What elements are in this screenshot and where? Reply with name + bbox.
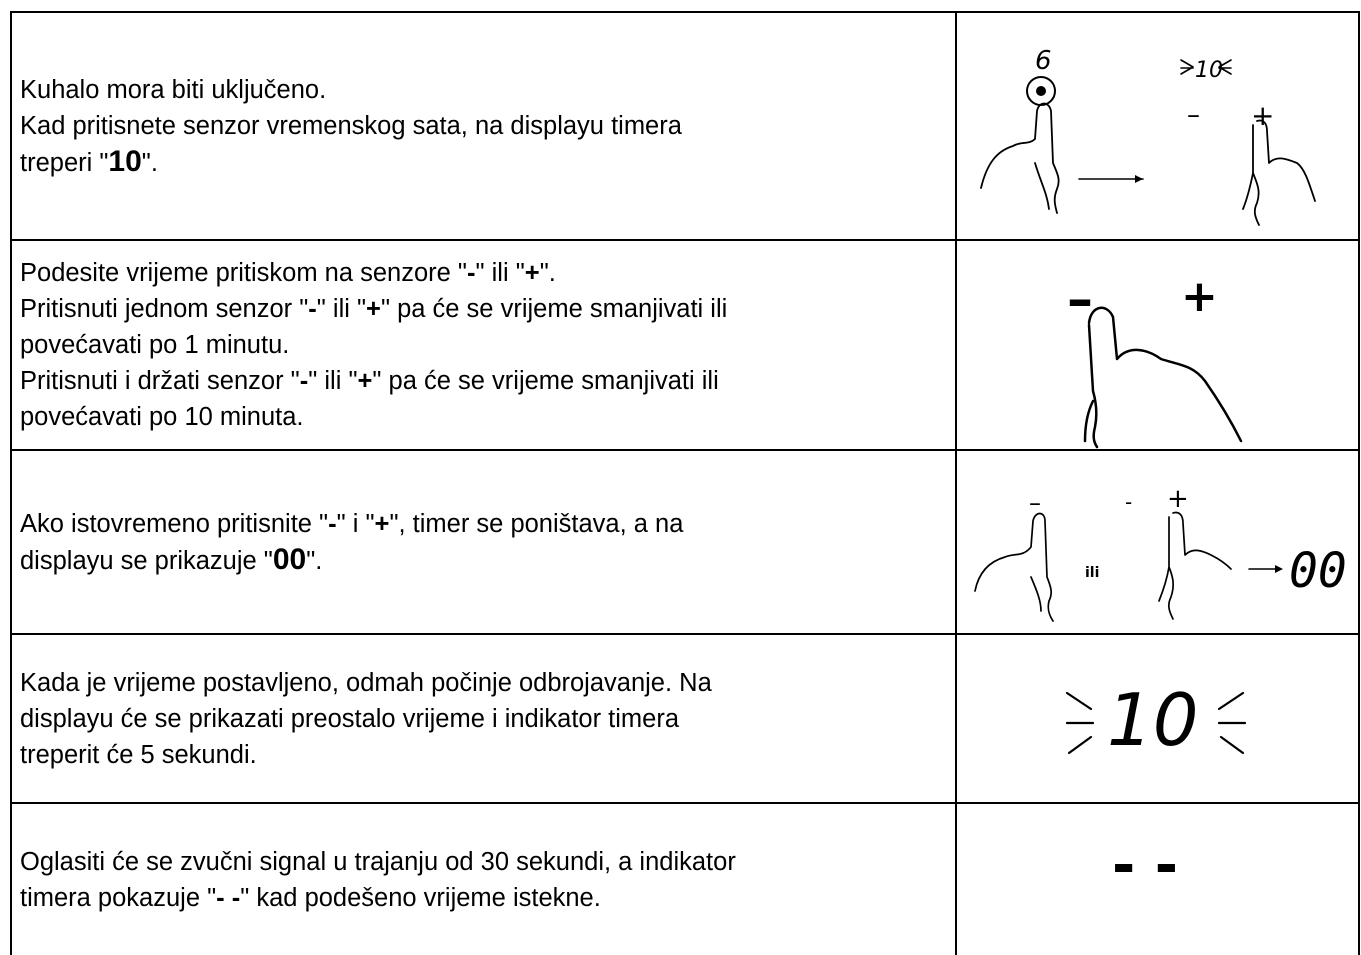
text-line: Kad pritisnete senzor vremenskog sata, n… xyxy=(20,111,682,140)
or-label: ili xyxy=(1085,565,1099,581)
text-line: Kada je vrijeme postavljeno, odmah počin… xyxy=(20,668,712,697)
row-2-figure: – + xyxy=(954,239,1360,451)
display-value: 00 xyxy=(272,542,307,576)
text-line: povećavati po 1 minutu. xyxy=(20,331,290,359)
finger-icon xyxy=(973,512,1054,622)
plus-sensor-label: + xyxy=(1251,99,1274,132)
row-3-figure: – ili - + 00 xyxy=(954,449,1360,635)
row-2-text: Podesite vrijeme pritiskom na senzore "-… xyxy=(10,239,957,451)
end-display: - - xyxy=(1112,833,1178,898)
table-row: Kuhalo mora biti uključeno. Kad pritisne… xyxy=(10,11,1360,241)
row-3-text: Ako istovremeno pritisnite "-" i "+", ti… xyxy=(10,449,957,635)
text-line: timera pokazuje "- -" kad podešeno vrije… xyxy=(20,883,601,912)
row-4-text: Kada je vrijeme postavljeno, odmah počin… xyxy=(10,633,957,804)
finger-icon xyxy=(1157,511,1232,620)
row-5-text: Oglasiti će se zvučni signal u trajanju … xyxy=(10,802,957,955)
text-line: Kuhalo mora biti uključeno. xyxy=(20,75,327,104)
table-row: Podesite vrijeme pritiskom na senzore "-… xyxy=(10,239,1360,451)
timer-press-illustration: 6 10 – + xyxy=(979,46,1316,226)
text-line: Podesite vrijeme pritiskom na senzore "-… xyxy=(20,259,556,287)
timer-display: 10 xyxy=(1195,58,1223,83)
minus-sensor-label: – xyxy=(1187,100,1200,130)
result-display: 00 xyxy=(1289,543,1347,599)
text-line: displayu će se prikazati preostalo vrije… xyxy=(20,704,680,733)
finger-icon xyxy=(1083,306,1242,449)
blink-icon xyxy=(1065,691,1094,755)
sensor-dot-icon xyxy=(1035,86,1046,96)
row-4-figure: 10 xyxy=(954,633,1360,804)
text-line: displayu se prikazuje "00". xyxy=(20,542,323,576)
timer-digit-label: 6 xyxy=(1035,46,1052,76)
text-line: treperit će 5 sekundi. xyxy=(20,740,257,769)
text-line: Pritisnuti i držati senzor "-" ili "+" p… xyxy=(20,367,719,395)
row-1-text: Kuhalo mora biti uključeno. Kad pritisne… xyxy=(10,11,957,241)
blink-icon xyxy=(1179,59,1194,75)
reset-illustration: – ili - + 00 xyxy=(973,484,1347,622)
display-value: 10 xyxy=(108,144,142,178)
minus-small-label: - xyxy=(1125,490,1132,514)
minus-sensor-label: – xyxy=(1029,489,1041,517)
text-line: Pritisnuti jednom senzor "-" ili "+" pa … xyxy=(20,295,728,323)
text-line: Ako istovremeno pritisnite "-" i "+", ti… xyxy=(20,509,684,538)
plus-sensor-label: + xyxy=(1181,271,1218,322)
text-line: treperi "10". xyxy=(20,144,158,178)
text-line: povećavati po 10 minuta. xyxy=(20,403,304,431)
row-1-figure: 6 10 – + xyxy=(954,11,1360,241)
finger-icon xyxy=(1241,119,1316,226)
countdown-display: 10 xyxy=(1065,678,1246,762)
table-row: Oglasiti će se zvučni signal u trajanju … xyxy=(10,802,1360,955)
adjust-time-illustration: – + xyxy=(1067,270,1242,449)
instruction-table: Kuhalo mora biti uključeno. Kad pritisne… xyxy=(10,11,1360,955)
plus-sensor-label: + xyxy=(1167,484,1189,514)
timer-display: - - xyxy=(1112,833,1178,898)
row-5-figure: - - xyxy=(954,802,1360,955)
table-row: Ako istovremeno pritisnite "-" i "+", ti… xyxy=(10,449,1360,635)
blink-icon xyxy=(1217,59,1232,75)
timer-display: 10 xyxy=(1107,678,1199,762)
blink-icon xyxy=(1217,691,1246,755)
finger-icon xyxy=(979,102,1060,214)
table-row: Kada je vrijeme postavljeno, odmah počin… xyxy=(10,633,1360,804)
text-line: Oglasiti će se zvučni signal u trajanju … xyxy=(20,847,736,876)
